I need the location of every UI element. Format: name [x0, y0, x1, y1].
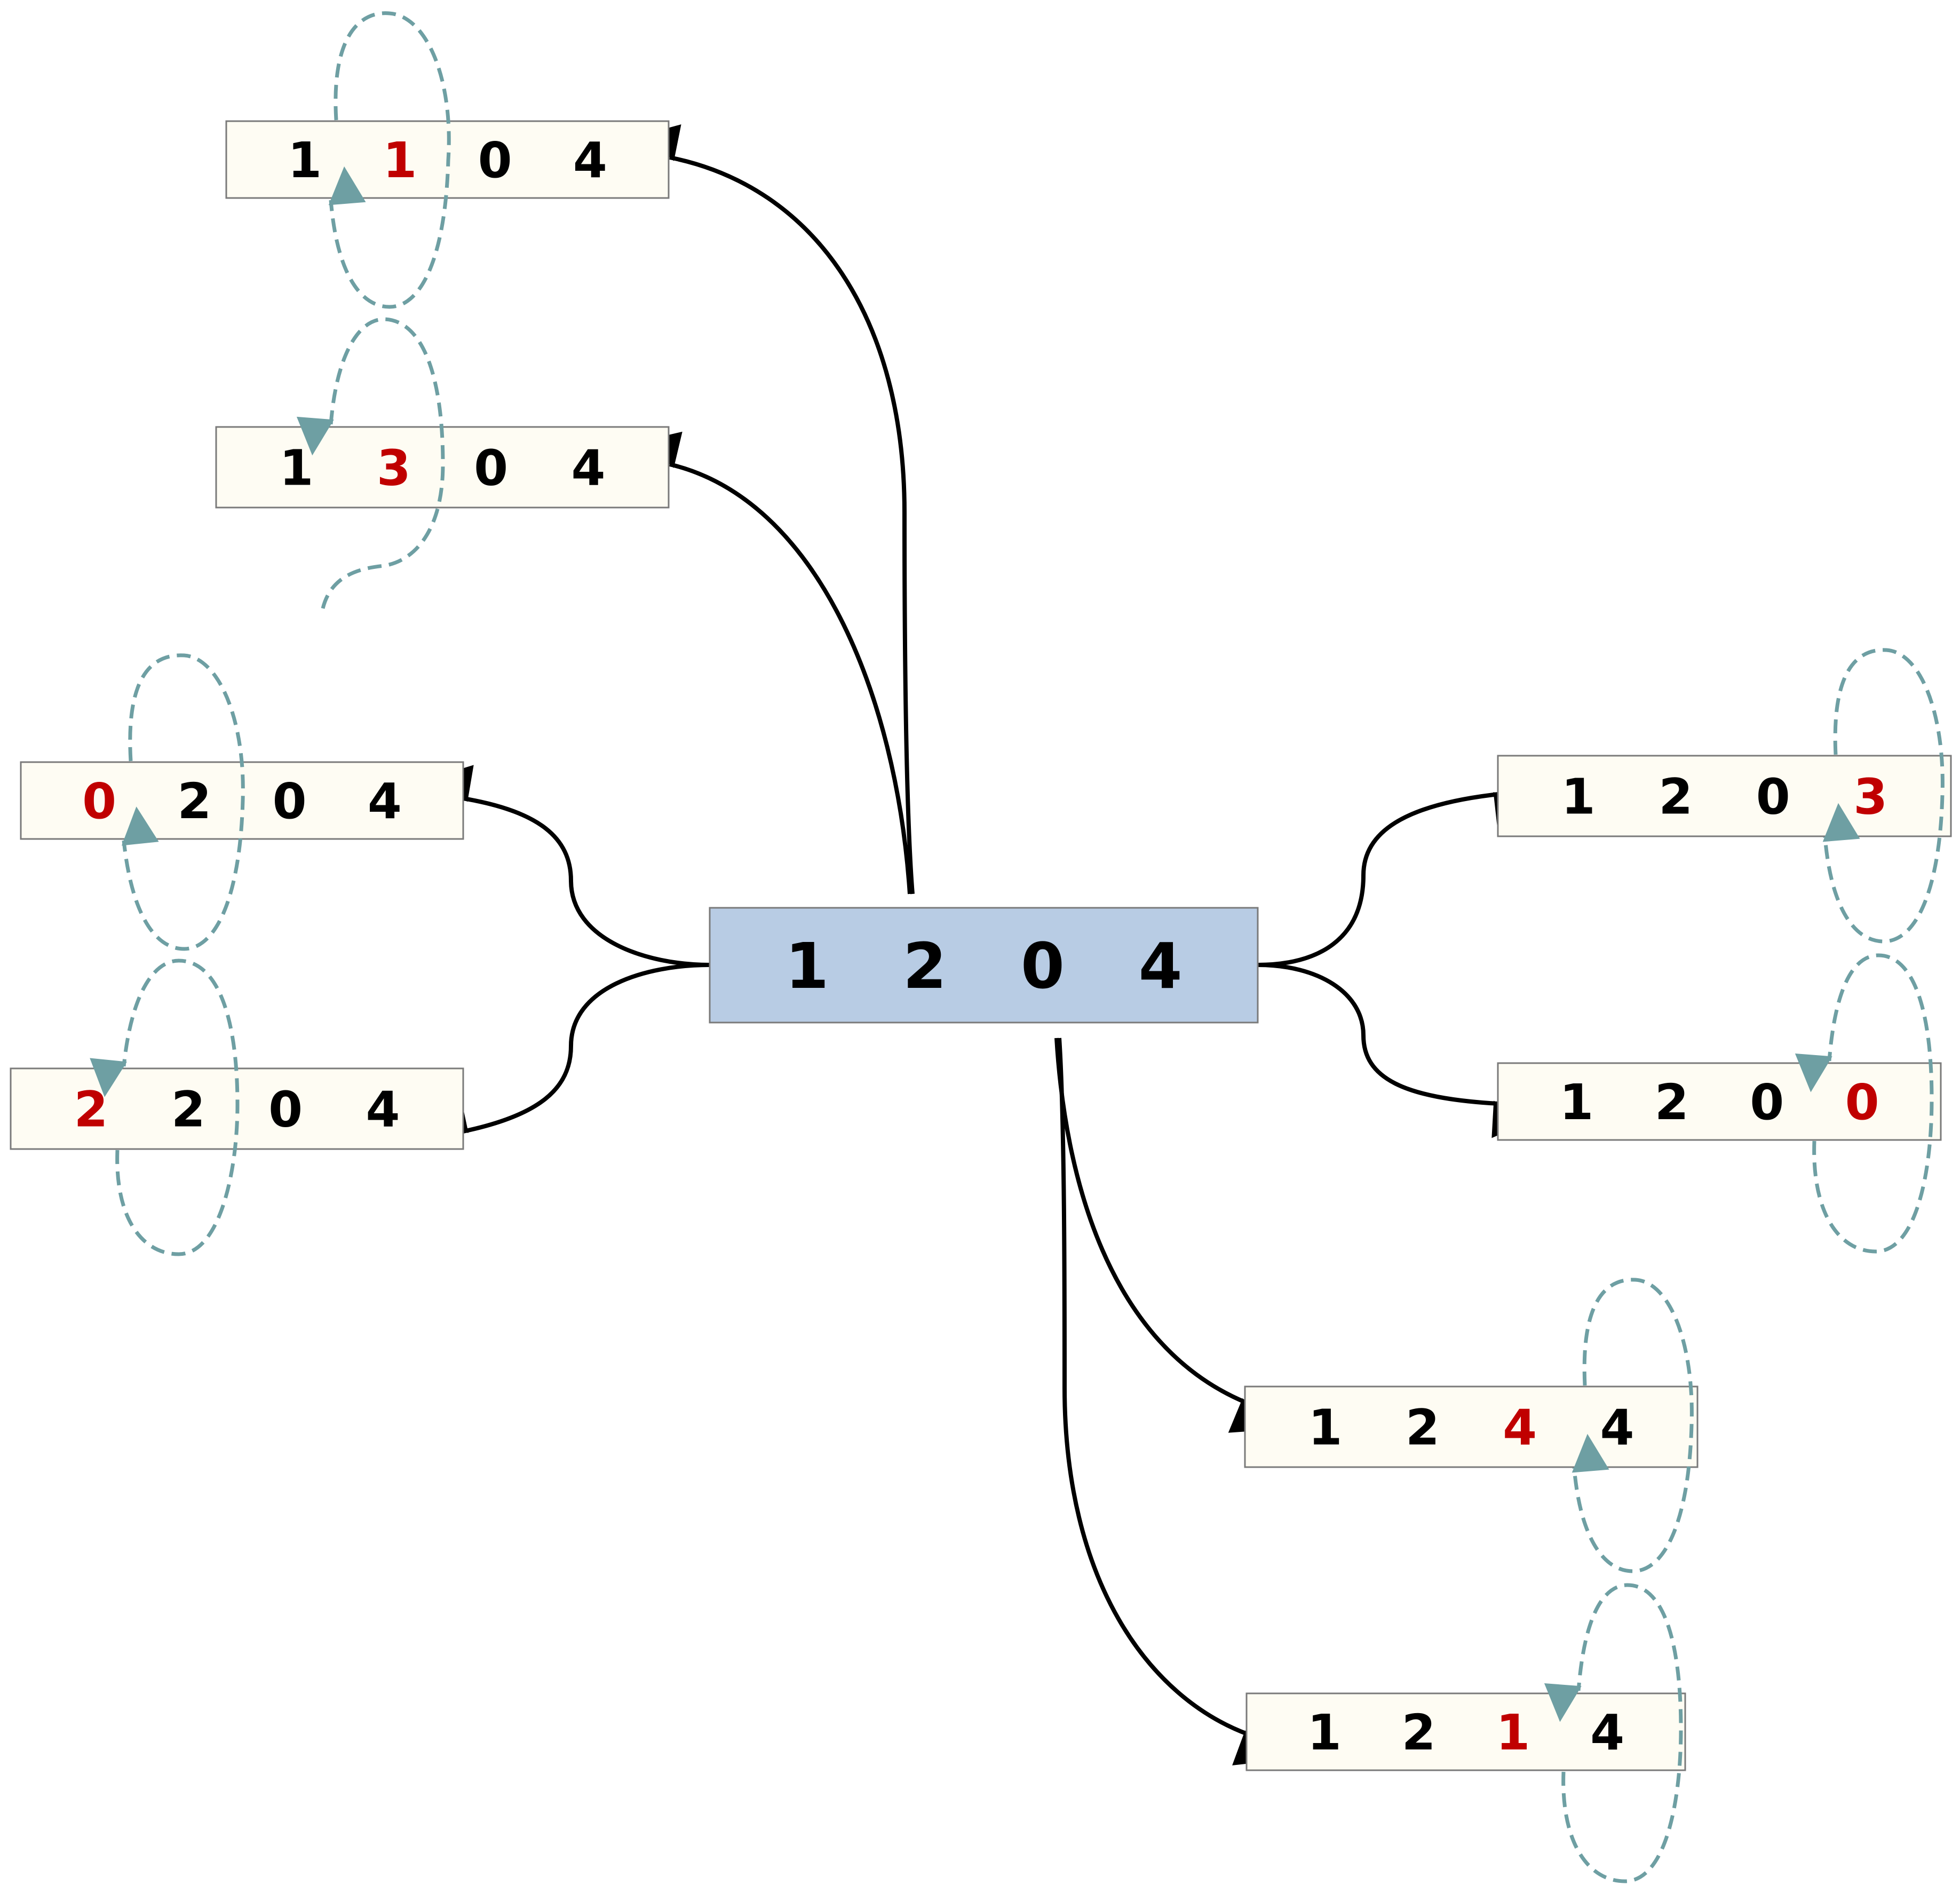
loop-n1-top [328, 11, 451, 309]
neighbor-n7-digit-3: 4 [1503, 1399, 1537, 1456]
neighbor-n7-digit-1: 1 [1308, 1399, 1343, 1456]
neighbor-box-n5[interactable]: 1 2 0 3 [1497, 755, 1952, 837]
edge-to-n3 [433, 765, 710, 967]
neighbor-n5-digit-1: 1 [1561, 769, 1596, 826]
loop-n2 [296, 317, 445, 609]
center-digit-1: 1 [785, 929, 829, 1003]
neighbor-box-n8[interactable]: 1 2 1 4 [1245, 1692, 1686, 1771]
loop-n3-top [121, 653, 245, 951]
neighbor-box-n7[interactable]: 1 2 4 4 [1244, 1385, 1699, 1468]
neighbor-n1-digit-4: 4 [573, 132, 607, 189]
neighbor-n5-digit-3: 0 [1756, 769, 1790, 826]
neighbor-n6-digit-3: 0 [1750, 1074, 1784, 1131]
center-digit-3: 0 [1021, 929, 1065, 1003]
neighbor-n2-digit-1: 1 [280, 440, 314, 497]
neighbor-n8-digit-1: 1 [1307, 1704, 1342, 1761]
neighbor-n1-digit-3: 0 [478, 132, 512, 189]
edge-to-n8 [1057, 1037, 1274, 1765]
neighbor-n3-digit-2: 2 [177, 773, 211, 830]
neighbor-n6-digit-1: 1 [1559, 1074, 1593, 1131]
neighbor-n1-digit-2: 1 [383, 132, 417, 189]
neighbor-n5-digit-2: 2 [1659, 769, 1693, 826]
neighbor-n2-digit-2: 3 [377, 440, 411, 497]
neighbor-n4-digit-4: 4 [366, 1081, 400, 1138]
loop-n5-top [1822, 648, 1945, 944]
neighbor-n7-digit-4: 4 [1600, 1399, 1634, 1456]
neighbor-n2-digit-3: 0 [474, 440, 508, 497]
neighbor-n3-digit-1: 0 [82, 773, 116, 830]
edges [428, 124, 1533, 1765]
edge-to-n5 [1257, 792, 1533, 967]
neighbor-n4-digit-1: 2 [74, 1081, 108, 1138]
edge-to-n7 [1054, 1037, 1270, 1433]
edge-to-n4 [428, 963, 710, 1134]
neighbor-n8-digit-2: 2 [1402, 1704, 1436, 1761]
center-digit-4: 4 [1139, 929, 1183, 1003]
neighbor-n5-digit-4: 3 [1853, 769, 1887, 826]
neighbor-n3-digit-3: 0 [273, 773, 307, 830]
neighbor-n6-digit-2: 2 [1655, 1074, 1689, 1131]
edge-to-n6 [1257, 963, 1530, 1138]
loop-n7-top [1572, 1278, 1694, 1573]
neighbor-n4-digit-2: 2 [171, 1081, 205, 1138]
edge-to-n1 [641, 124, 915, 894]
neighbor-n2-digit-4: 4 [571, 440, 605, 497]
edge-to-n2 [641, 431, 912, 894]
swap-loops [90, 11, 1945, 1883]
neighbor-n7-digit-2: 2 [1406, 1399, 1440, 1456]
loop-n6 [1795, 953, 1934, 1254]
neighbor-box-n6[interactable]: 1 2 0 0 [1497, 1062, 1942, 1141]
neighbor-n8-digit-4: 4 [1590, 1704, 1624, 1761]
neighbor-n3-digit-4: 4 [368, 773, 402, 830]
center-digit-2: 2 [903, 929, 947, 1003]
loop-n8 [1544, 1583, 1683, 1883]
neighbor-n4-digit-3: 0 [268, 1081, 303, 1138]
neighbor-n8-digit-3: 1 [1496, 1704, 1530, 1761]
neighbor-n6-digit-4: 0 [1845, 1074, 1879, 1131]
neighbor-n1-digit-1: 1 [288, 132, 322, 189]
loop-n4 [90, 959, 240, 1256]
